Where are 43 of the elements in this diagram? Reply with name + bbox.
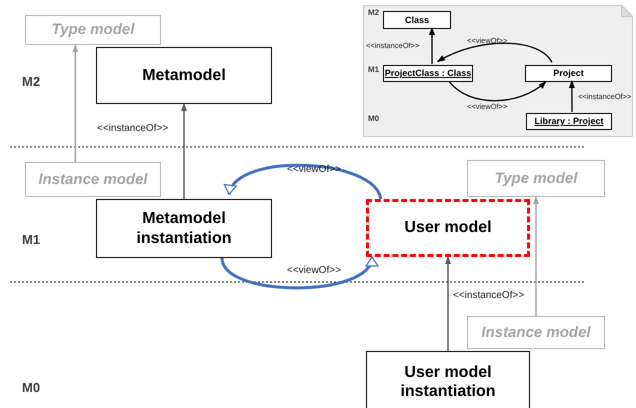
model-box <box>25 162 161 197</box>
edge-label: <<instanceOf>> <box>453 290 524 301</box>
model-box <box>366 199 530 257</box>
arrow <box>445 256 451 351</box>
node-label: User model <box>404 218 492 238</box>
arrow <box>429 27 435 64</box>
arrow <box>533 196 539 316</box>
arrow <box>568 80 575 112</box>
instance-box <box>383 65 473 82</box>
model-box <box>96 47 272 104</box>
class-box <box>383 11 451 29</box>
class-box <box>525 65 612 82</box>
arrow <box>449 81 547 102</box>
model-box <box>96 199 272 258</box>
arrow <box>436 42 552 63</box>
node-label: Library : Project <box>534 116 604 127</box>
edge-label: <<viewOf>> <box>287 265 341 276</box>
model-box <box>467 160 605 197</box>
node-label: Metamodel <box>142 66 226 86</box>
instance-box <box>526 113 612 130</box>
edge-label: <<viewOf>> <box>287 164 341 175</box>
node-label: Class <box>404 14 430 26</box>
node-label: Instance model <box>481 324 591 342</box>
layer-label: M1 <box>368 65 380 74</box>
arrow <box>72 44 78 162</box>
layer-label: M2 <box>368 8 380 17</box>
inset-panel <box>363 5 633 137</box>
node-label: Type model <box>52 21 134 39</box>
layer-label: M1 <box>22 232 40 247</box>
layer-label: M2 <box>22 74 40 89</box>
edge-label: <<instanceOf>> <box>97 123 168 134</box>
model-box <box>467 316 605 349</box>
model-box <box>25 15 161 45</box>
model-box <box>366 351 530 408</box>
node-label: Metamodel instantiation <box>135 209 233 248</box>
node-label: Instance model <box>38 170 148 188</box>
layer-label: M0 <box>368 114 380 123</box>
node-label: Type model <box>494 170 578 188</box>
layer-label: M0 <box>22 380 40 395</box>
node-label: ProjectClass : Class <box>384 68 472 79</box>
arrow <box>181 103 187 199</box>
node-label: User model instantiation <box>399 362 497 402</box>
node-label: Project <box>553 68 584 79</box>
